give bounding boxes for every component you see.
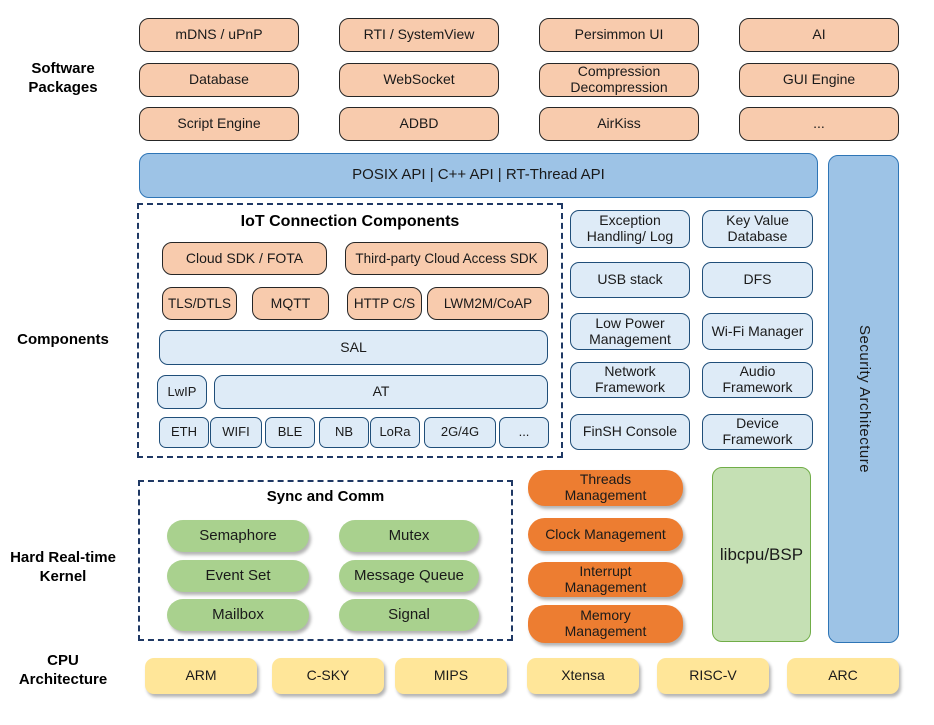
- package-mdns-upnp: mDNS / uPnP: [139, 18, 299, 52]
- side-label-software-packages: Software Packages: [28, 60, 98, 96]
- package-script-engine: Script Engine: [139, 107, 299, 141]
- comp-exception-log: Exception Handling/ Log: [570, 210, 690, 248]
- cpu-xtensa: Xtensa: [527, 658, 639, 694]
- side-label-components: Components: [17, 331, 109, 348]
- mgmt-clock: Clock Management: [528, 518, 683, 551]
- iot-connection-components-box: IoT Connection Components Cloud SDK / FO…: [137, 203, 563, 458]
- box-lwm2m-coap: LWM2M/CoAP: [427, 287, 549, 320]
- mgmt-memory: Memory Management: [528, 605, 683, 643]
- cpu-mips: MIPS: [395, 658, 507, 694]
- side-label-kernel: Hard Real-time Kernel: [10, 549, 116, 585]
- cpu-arm: ARM: [145, 658, 257, 694]
- security-architecture-label: Security Architecture: [855, 324, 873, 474]
- comp-key-value-database: Key Value Database: [702, 210, 813, 248]
- libcpu-bsp-box: libcpu/BSP: [712, 467, 811, 642]
- sync-mutex: Mutex: [339, 520, 479, 552]
- package-airkiss: AirKiss: [539, 107, 699, 141]
- package-more: ...: [739, 107, 899, 141]
- box-mqtt: MQTT: [252, 287, 329, 320]
- package-rti-systemview: RTI / SystemView: [339, 18, 499, 52]
- chip-more: ...: [499, 417, 549, 448]
- package-persimmon-ui: Persimmon UI: [539, 18, 699, 52]
- sync-message-queue: Message Queue: [339, 560, 479, 592]
- package-websocket: WebSocket: [339, 63, 499, 97]
- package-adbd: ADBD: [339, 107, 499, 141]
- package-database: Database: [139, 63, 299, 97]
- sync-event-set: Event Set: [167, 560, 309, 592]
- iot-box-title: IoT Connection Components: [240, 213, 460, 230]
- cpu-arc: ARC: [787, 658, 899, 694]
- box-sal: SAL: [159, 330, 548, 365]
- box-http-cs: HTTP C/S: [347, 287, 422, 320]
- package-gui-engine: GUI Engine: [739, 63, 899, 97]
- mgmt-threads: Threads Management: [528, 470, 683, 506]
- box-lwip: LwIP: [157, 375, 207, 409]
- comp-finsh-console: FinSH Console: [570, 414, 690, 450]
- chip-eth: ETH: [159, 417, 209, 448]
- comp-dfs: DFS: [702, 262, 813, 298]
- cpu-risc-v: RISC-V: [657, 658, 769, 694]
- box-third-party-cloud-sdk: Third-party Cloud Access SDK: [345, 242, 548, 275]
- comp-wifi-manager: Wi-Fi Manager: [702, 313, 813, 350]
- package-ai: AI: [739, 18, 899, 52]
- sync-semaphore: Semaphore: [167, 520, 309, 552]
- box-tls-dtls: TLS/DTLS: [162, 287, 237, 320]
- chip-2g-4g: 2G/4G: [424, 417, 496, 448]
- chip-nb: NB: [319, 417, 369, 448]
- comp-low-power-management: Low Power Management: [570, 313, 690, 350]
- sync-signal: Signal: [339, 599, 479, 631]
- comp-network-framework: Network Framework: [570, 362, 690, 398]
- comp-device-framework: Device Framework: [702, 414, 813, 450]
- comp-audio-framework: Audio Framework: [702, 362, 813, 398]
- comp-usb-stack: USB stack: [570, 262, 690, 298]
- security-architecture-bar: Security Architecture: [828, 155, 899, 643]
- chip-lora: LoRa: [370, 417, 420, 448]
- sync-box-title: Sync and Comm: [266, 488, 385, 505]
- sync-and-comm-box: Sync and Comm Semaphore Mutex Event Set …: [138, 480, 513, 641]
- cpu-c-sky: C-SKY: [272, 658, 384, 694]
- package-compression-decompression: Compression Decompression: [539, 63, 699, 97]
- mgmt-interrupt: Interrupt Management: [528, 562, 683, 597]
- chip-wifi: WIFI: [210, 417, 262, 448]
- sync-mailbox: Mailbox: [167, 599, 309, 631]
- chip-ble: BLE: [265, 417, 315, 448]
- box-at: AT: [214, 375, 548, 409]
- box-cloud-sdk-fota: Cloud SDK / FOTA: [162, 242, 327, 275]
- api-bar: POSIX API | C++ API | RT-Thread API: [139, 153, 818, 198]
- side-label-cpu-architecture: CPU Architecture: [18, 652, 108, 688]
